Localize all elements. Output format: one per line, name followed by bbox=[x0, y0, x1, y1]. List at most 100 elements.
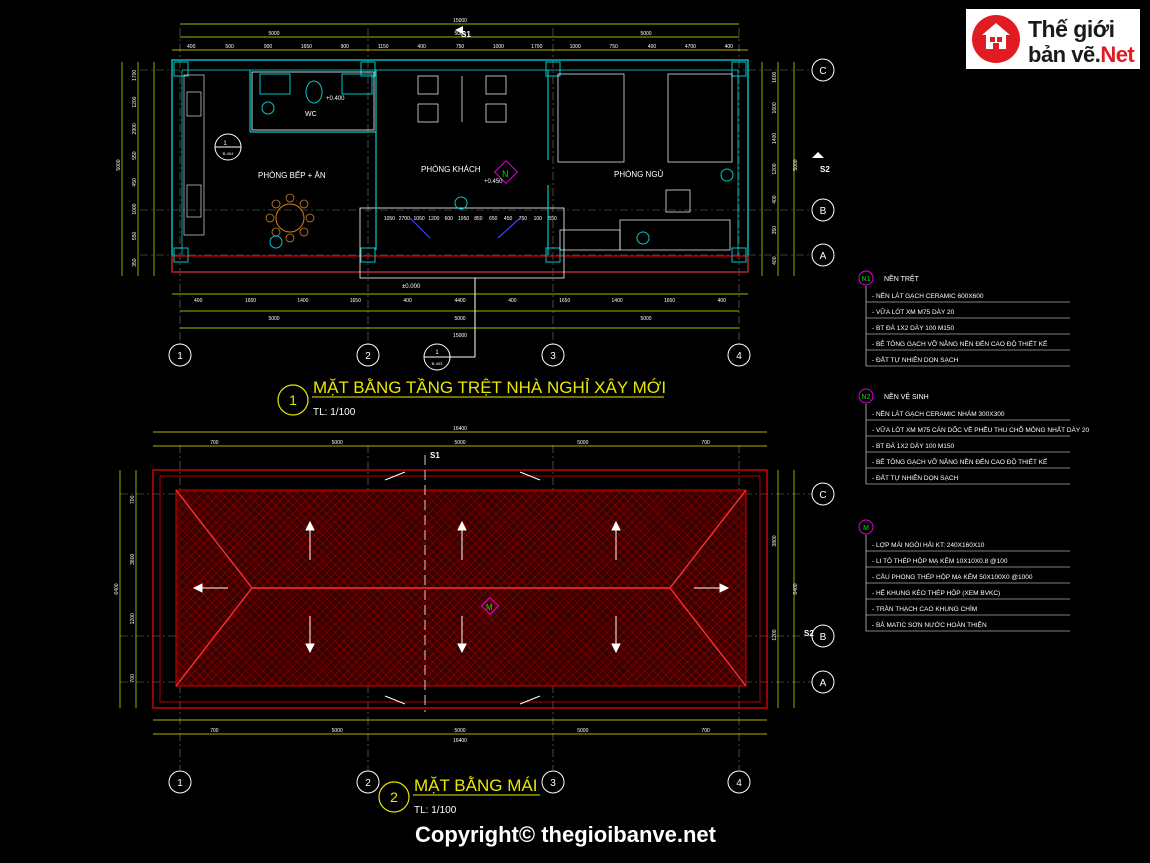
p2-bottom-dim-3: 5000 bbox=[577, 728, 588, 734]
p1-bottom-total: 15000 bbox=[453, 333, 467, 339]
p1-inner-dim-2: 1050 bbox=[414, 216, 425, 222]
room-kitchen: PHÒNG BẾP + ĂN bbox=[258, 170, 326, 180]
p1-right-dim-5: 350 bbox=[772, 226, 778, 235]
p1-top-dim-13: 4700 bbox=[685, 44, 696, 50]
roof-s2-label: S2 bbox=[804, 629, 814, 638]
entrance-doors bbox=[409, 217, 521, 239]
p1-inner-dim-7: 650 bbox=[489, 216, 498, 222]
ground-floor-plan bbox=[121, 23, 835, 416]
note-line-2-2: - CẦU PHONG THÉP HỘP MẠ KẼM 50X100X0 @10… bbox=[872, 571, 1033, 581]
plan2-number: 2 bbox=[390, 789, 398, 805]
p1-bottom-dim-9: 1650 bbox=[664, 298, 675, 304]
p2-top-dim-0: 700 bbox=[210, 440, 219, 446]
callout-a-num: 1 bbox=[223, 141, 227, 147]
p1-left-total: 5000 bbox=[116, 159, 122, 170]
plan1-dimension-lines bbox=[121, 23, 795, 329]
logo-line2-text: bản vẽ. bbox=[1028, 42, 1101, 67]
kitchen-stove bbox=[186, 184, 202, 218]
living-tag bbox=[454, 196, 468, 210]
callout-b-num: 1 bbox=[435, 350, 439, 356]
plan1-dim-texts: 15000 5000 5000 5000 15000 5000 5000 500… bbox=[116, 18, 799, 339]
p2-bottom-dim-0: 700 bbox=[210, 728, 219, 734]
plan1-number: 1 bbox=[289, 392, 297, 408]
north-arrow bbox=[493, 159, 519, 185]
p2-left-total: 6400 bbox=[114, 583, 120, 594]
note-line-2-1: - LI TÔ THÉP HỘP MẠ KẼM 10X10X0.8 @100 bbox=[872, 556, 1008, 565]
p2-top-total: 16400 bbox=[453, 426, 467, 432]
grid-row-b: B bbox=[820, 206, 827, 217]
level-wc: +0.400 bbox=[326, 96, 345, 102]
note-tag-2: M bbox=[863, 525, 869, 532]
p1-top-mid-3: 5000 bbox=[640, 31, 651, 37]
room-bedroom: PHÒNG NGỦ bbox=[614, 170, 664, 179]
p1-left-dim-3: 550 bbox=[132, 151, 138, 160]
roof-slope-arrows bbox=[192, 471, 730, 705]
p1-bottom-dim-6: 400 bbox=[508, 298, 517, 304]
note-line-2-5: - BẢ MATIC SƠN NƯỚC HOÀN THIỆN bbox=[872, 620, 987, 629]
p1-bottom-dim-4: 400 bbox=[403, 298, 412, 304]
p2-bottom-dim-4: 700 bbox=[701, 728, 710, 734]
p1-right-dim-0: 1600 bbox=[772, 72, 778, 83]
dining-table bbox=[275, 203, 305, 233]
roof-tag-marker bbox=[480, 596, 500, 616]
plan2-title: MẶT BẰNG MÁI bbox=[414, 776, 537, 795]
p1-top-dim-2: 900 bbox=[264, 44, 273, 50]
note-tag-bubble-1 bbox=[858, 388, 874, 404]
dining-chairs bbox=[265, 193, 315, 243]
plan2-scale: TL: 1/100 bbox=[414, 805, 457, 816]
p1-inner-dim-8: 450 bbox=[504, 216, 513, 222]
callout-b-ref: B-403 bbox=[432, 361, 443, 366]
p2-top-dim-3: 5000 bbox=[577, 440, 588, 446]
p2-left-dim-0: 700 bbox=[130, 495, 136, 504]
roof-grid-col-2: 2 bbox=[365, 778, 371, 789]
callout-b-404 bbox=[214, 133, 242, 161]
p2-right-total: 6400 bbox=[793, 583, 799, 594]
wc-shower bbox=[341, 73, 373, 95]
plan1-title: MẶT BẰNG TẦNG TRỆT NHÀ NGHỈ XÂY MỚI bbox=[313, 378, 666, 397]
p1-left-dim-7: 350 bbox=[132, 258, 138, 267]
p1-bottom-mid-2: 5000 bbox=[454, 316, 465, 322]
p2-bottom-total: 16400 bbox=[453, 738, 467, 744]
roof-plan bbox=[119, 431, 835, 813]
plan1-texts: PHÒNG BẾP + ĂN PHÒNG KHÁCH PHÒNG NGỦ WC … bbox=[223, 30, 831, 366]
p1-inner-dim-9: 750 bbox=[519, 216, 528, 222]
grid-col-4: 4 bbox=[736, 351, 742, 362]
grid-row-c: C bbox=[819, 66, 826, 77]
partition-walls bbox=[249, 70, 549, 255]
note-line-1-4: - ĐẤT TỰ NHIÊN DỌN SẠCH bbox=[872, 472, 959, 482]
room-living: PHÒNG KHÁCH bbox=[421, 165, 481, 174]
entrance-porch bbox=[359, 207, 565, 279]
note-line-1-3: - BÊ TÔNG GẠCH VỠ NÂNG NỀN ĐẾN CAO ĐỘ TH… bbox=[872, 456, 1048, 466]
callout-a-ref: B-404 bbox=[223, 151, 234, 156]
front-terrace bbox=[171, 255, 749, 273]
p1-inner-dim-6: 850 bbox=[474, 216, 483, 222]
plan1-number-bubble bbox=[277, 384, 309, 416]
bedroom-furniture bbox=[557, 73, 733, 251]
wc-tag bbox=[261, 101, 275, 115]
p1-bottom-mid-1: 5000 bbox=[268, 316, 279, 322]
note-tag-bubble-0 bbox=[858, 270, 874, 286]
note-title-1: NỀN VỆ SINH bbox=[884, 391, 929, 401]
p1-top-dim-7: 750 bbox=[456, 44, 465, 50]
p1-top-total: 15000 bbox=[453, 18, 467, 24]
note-line-0-0: - NỀN LÁT GẠCH CERAMIC 600X600 bbox=[872, 290, 984, 300]
p2-left-dim-2: 1200 bbox=[130, 613, 136, 624]
roof-grid-row-a: A bbox=[820, 678, 827, 689]
p1-inner-dim-3: 1200 bbox=[428, 216, 439, 222]
p1-left-dim-5: 1000 bbox=[132, 203, 138, 214]
note-tag-0: N1 bbox=[862, 276, 871, 283]
p1-top-dim-6: 400 bbox=[417, 44, 426, 50]
plan1-grid-labels: 1 2 3 4 C B A bbox=[177, 66, 826, 362]
roof-eave-inner bbox=[159, 475, 761, 703]
wc-room bbox=[251, 71, 375, 131]
roof-eave-outer bbox=[152, 469, 768, 709]
copyright: Copyright© thegioibanve.net bbox=[415, 822, 716, 847]
